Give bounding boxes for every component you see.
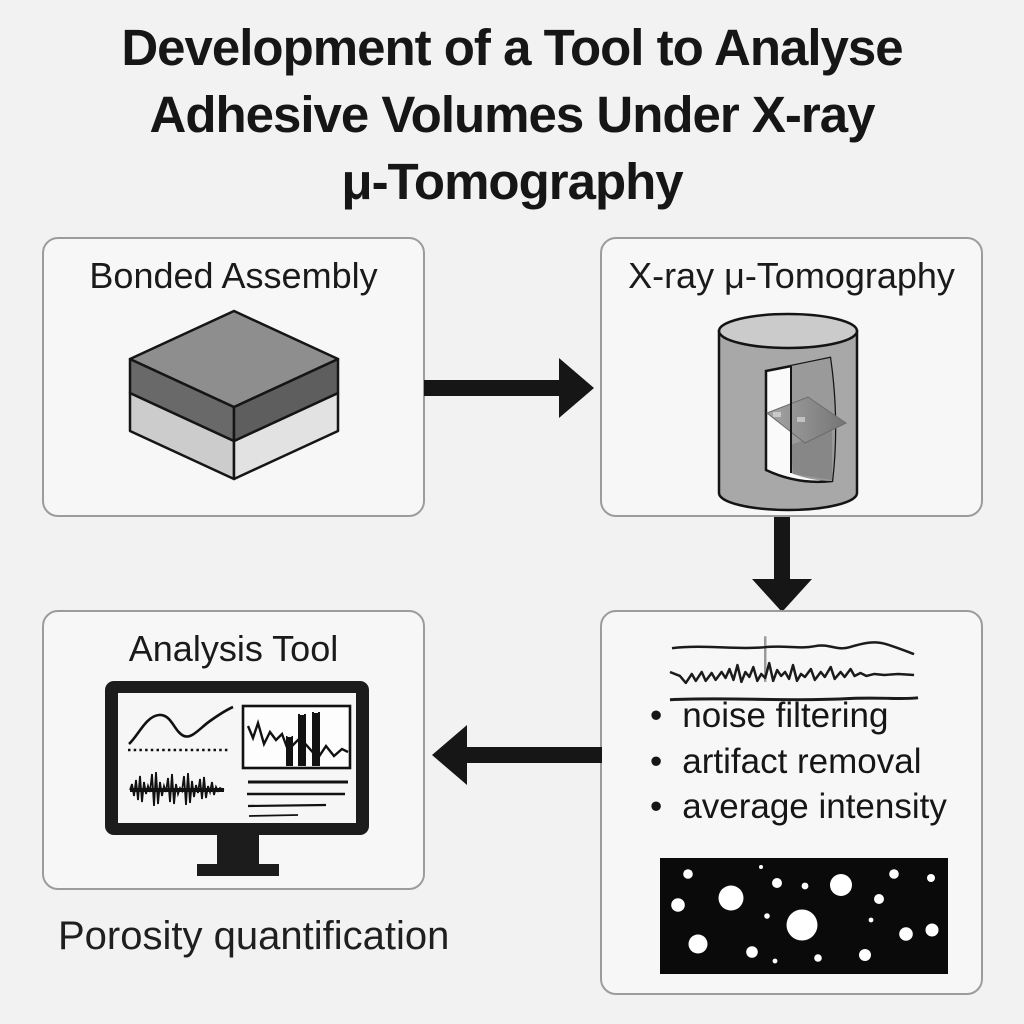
analysis-tool-label: Analysis Tool	[128, 628, 339, 669]
bullet-dot-icon: •	[650, 696, 663, 735]
xray-tomography-box: X-ray μ-Tomography	[600, 237, 983, 517]
processing-steps-box: • noise filtering • artifact removal • a…	[600, 610, 983, 995]
bullet-average-intensity: • average intensity	[650, 787, 947, 833]
bullet-text: noise filtering	[682, 696, 889, 735]
title-line-2: Adhesive Volumes Under X-ray	[149, 86, 876, 143]
bullet-noise-filtering: • noise filtering	[650, 696, 947, 742]
signal-traces-icon	[669, 636, 919, 702]
bonded-assembly-label: Bonded Assembly	[89, 255, 378, 296]
bullet-text: artifact removal	[682, 741, 922, 781]
processing-bullet-list: • noise filtering • artifact removal • a…	[650, 696, 947, 833]
page-title: Development of a Tool to Analyse Adhesiv…	[0, 14, 1024, 215]
title-line-3: μ-Tomography	[341, 153, 683, 210]
bullet-text: average intensity	[682, 787, 947, 826]
porosity-slice-image	[660, 858, 948, 974]
analysis-tool-box: Analysis Tool	[42, 610, 425, 890]
bonded-assembly-box: Bonded Assembly	[42, 237, 425, 517]
bonded-assembly-block-icon	[128, 309, 340, 481]
xray-tomography-label: X-ray μ-Tomography	[628, 255, 955, 296]
arrow-left-icon	[432, 725, 602, 785]
arrow-right-icon	[424, 358, 594, 418]
xray-scanner-cylinder-icon	[717, 312, 859, 512]
bullet-artifact-removal: • artifact removal	[650, 742, 947, 788]
bullet-dot-icon: •	[650, 787, 663, 826]
bullet-dot-icon: •	[650, 741, 663, 781]
arrow-down-icon	[752, 517, 812, 612]
analysis-monitor-icon	[105, 681, 369, 876]
title-line-1: Development of a Tool to Analyse	[121, 19, 903, 76]
caption-porosity-quantification: Porosity quantification	[58, 914, 450, 958]
